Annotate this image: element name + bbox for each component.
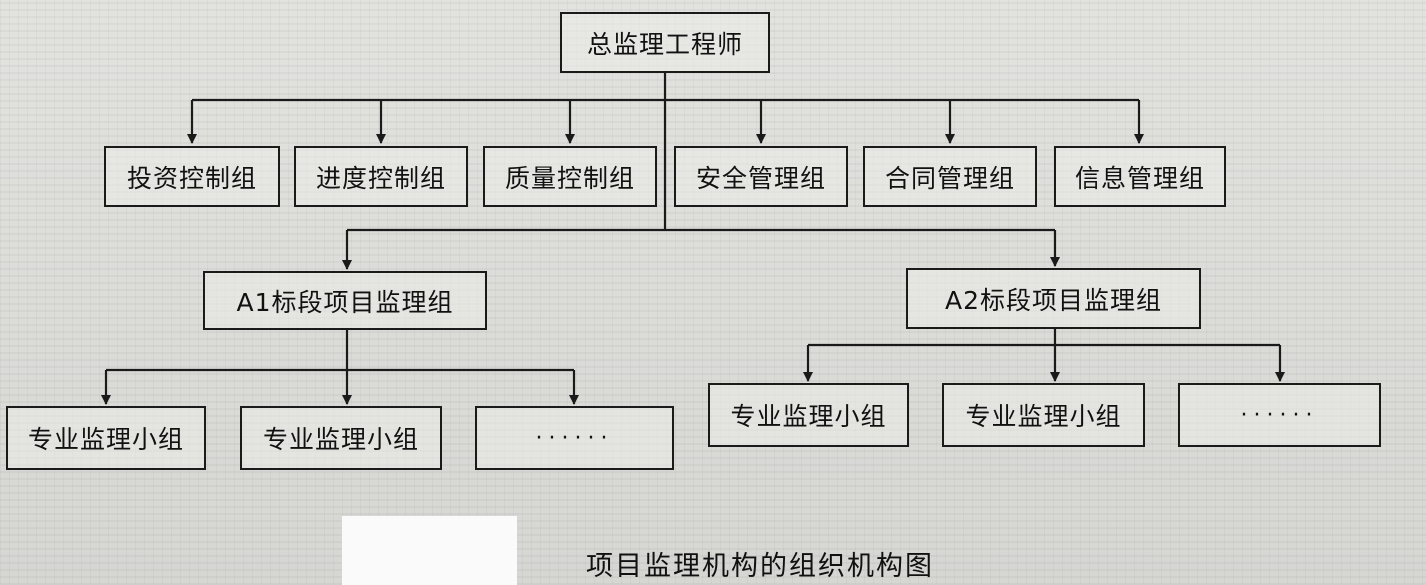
- node-a1-section-group: A1标段项目监理组: [203, 271, 487, 330]
- figure-caption: 项目监理机构的组织机构图: [586, 551, 934, 582]
- node-a1-specialty-team-1: 专业监理小组: [6, 406, 206, 470]
- node-a2-specialty-team-1: 专业监理小组: [708, 383, 909, 447]
- node-safety-management: 安全管理组: [674, 146, 848, 207]
- node-chief-supervisor: 总监理工程师: [560, 12, 770, 73]
- node-a1-more-teams: ······: [475, 406, 674, 470]
- node-a2-specialty-team-2: 专业监理小组: [942, 383, 1145, 447]
- node-a1-specialty-team-2: 专业监理小组: [240, 406, 442, 470]
- node-contract-management: 合同管理组: [863, 146, 1037, 207]
- blank-patch: [342, 516, 517, 585]
- node-a2-section-group: A2标段项目监理组: [906, 268, 1201, 329]
- node-information-management: 信息管理组: [1054, 146, 1226, 207]
- node-quality-control: 质量控制组: [483, 146, 657, 207]
- node-a2-more-teams: ······: [1178, 383, 1381, 447]
- node-investment-control: 投资控制组: [104, 146, 280, 207]
- node-schedule-control: 进度控制组: [294, 146, 468, 207]
